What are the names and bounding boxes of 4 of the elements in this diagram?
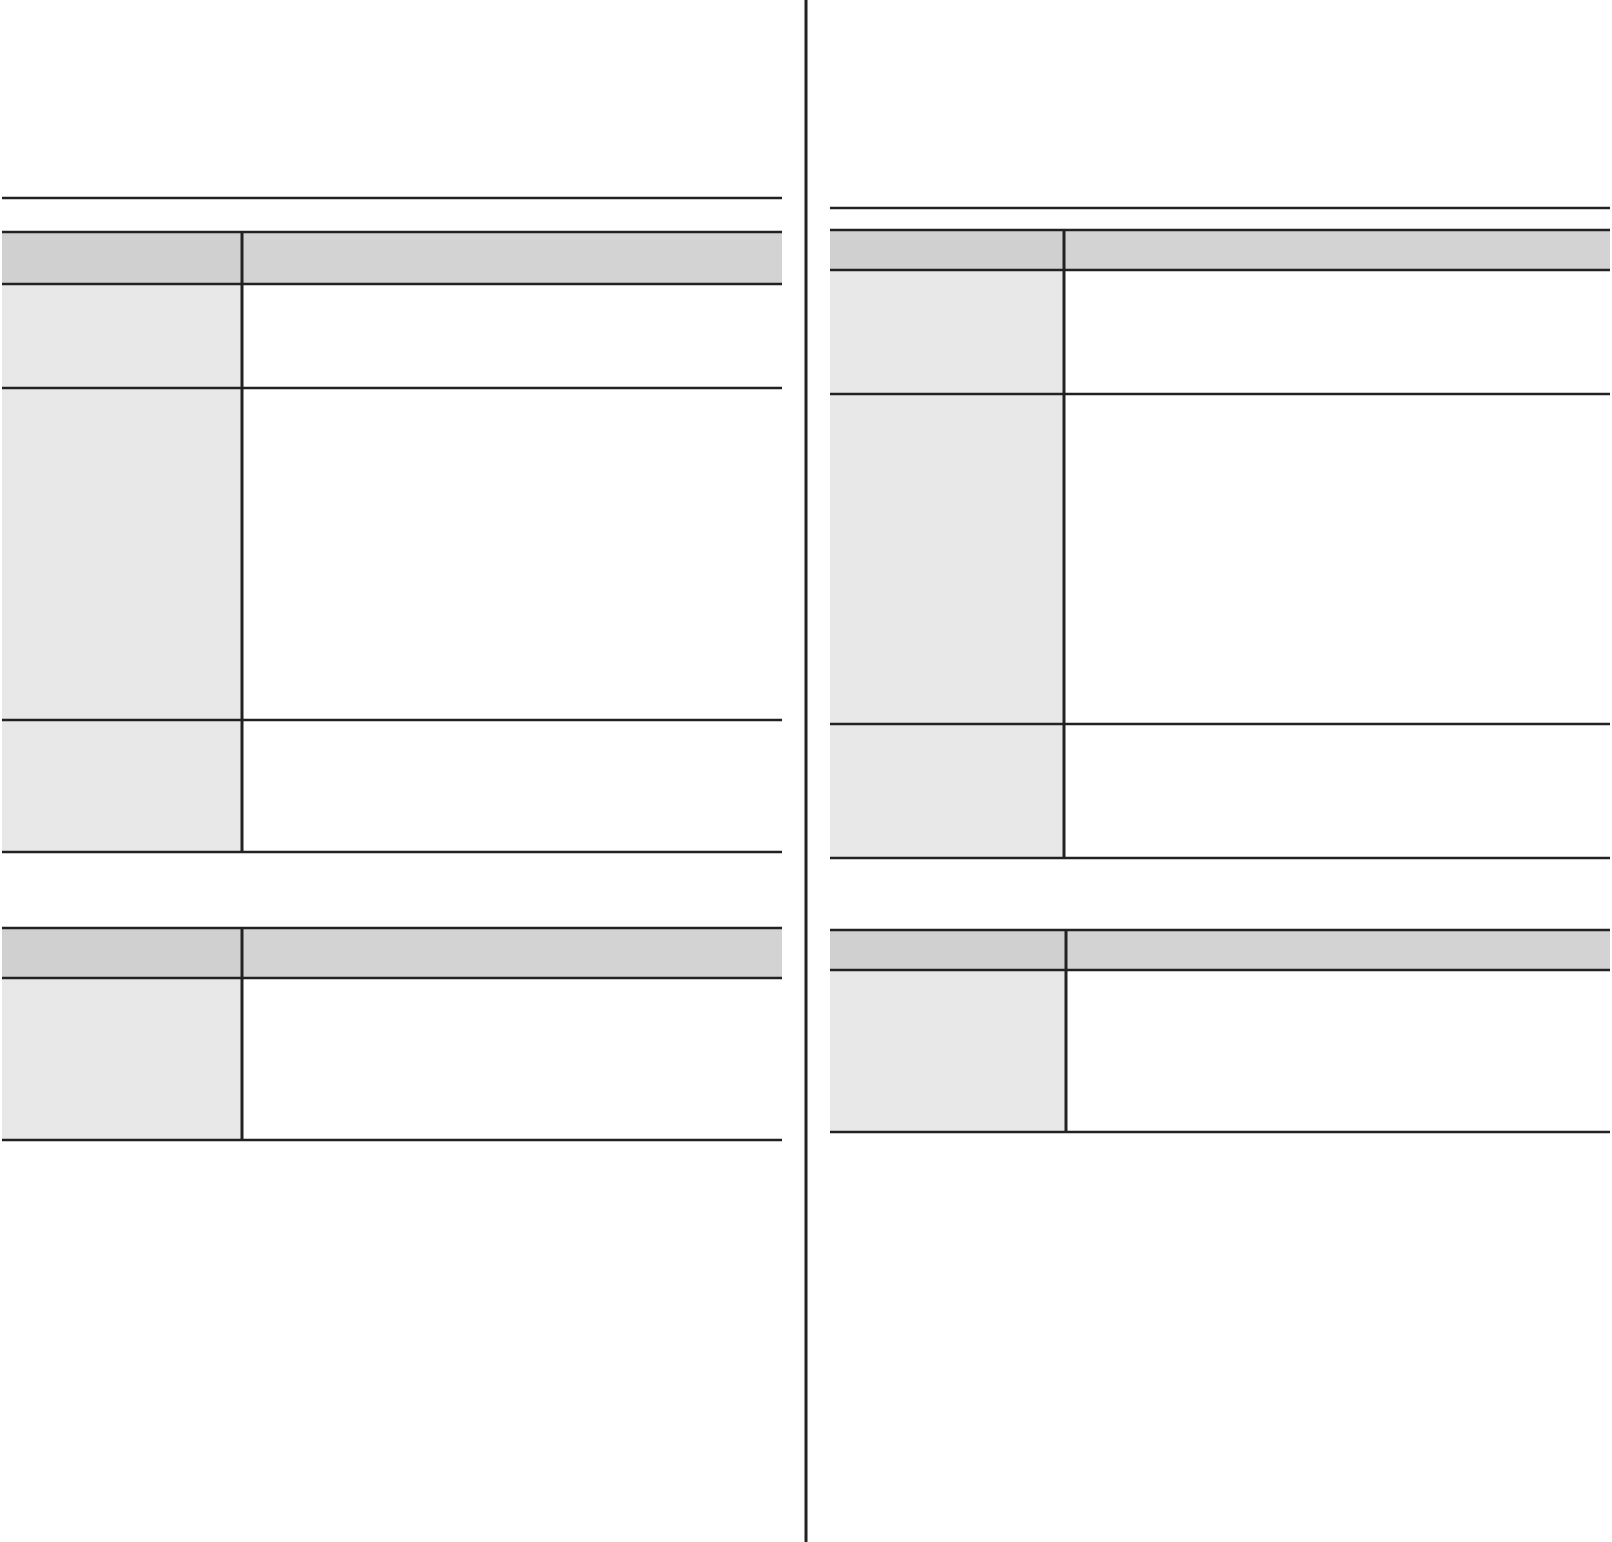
empty-table xyxy=(2,232,782,852)
empty-table xyxy=(830,930,1610,1132)
empty-table xyxy=(2,928,782,1140)
empty-table xyxy=(830,230,1610,858)
